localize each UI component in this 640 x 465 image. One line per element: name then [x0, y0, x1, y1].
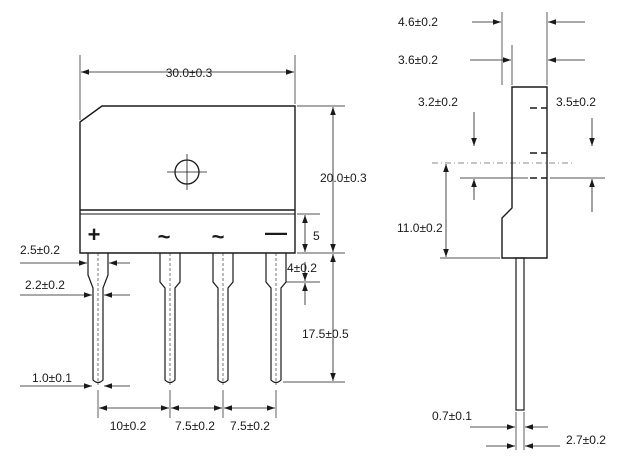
label-body-height: 20.0±0.3 [320, 171, 367, 185]
label-band-height: 5 [313, 229, 320, 243]
pin-symbol-ac-1: ~ [158, 224, 171, 249]
body-outline [79, 105, 296, 254]
pin-symbol-ac-2: ~ [212, 224, 225, 249]
side-lead [515, 257, 525, 411]
front-view [20, 55, 345, 418]
label-lead-standoff: 4±0.2 [287, 261, 317, 275]
label-lead-width-mid: 2.2±0.2 [25, 278, 65, 292]
lead-2 [159, 253, 181, 385]
label-top-offset-right: 3.5±0.2 [556, 95, 596, 109]
label-lead-length: 17.5±0.5 [302, 327, 349, 341]
pin-symbol-minus: — [265, 220, 287, 245]
side-view [432, 12, 605, 450]
label-pitch-third: 7.5±0.2 [230, 419, 270, 433]
mounting-hole-icon [167, 154, 207, 190]
lead-1 [87, 253, 109, 385]
label-step-height: 11.0±0.2 [397, 221, 443, 235]
label-lead-offset: 2.7±0.2 [566, 433, 606, 447]
label-body-width: 30.0±0.3 [166, 66, 213, 80]
lead-3 [212, 253, 234, 385]
label-lead-width-tip: 1.0±0.1 [32, 371, 72, 385]
label-top-offset: 3.2±0.2 [418, 95, 458, 109]
label-total-thickness: 4.6±0.2 [398, 15, 438, 29]
label-pitch-first: 10±0.2 [110, 419, 147, 433]
side-body-outline [501, 86, 548, 259]
label-lead-width-upper: 2.5±0.2 [20, 243, 60, 257]
label-pitch-second: 7.5±0.2 [175, 419, 215, 433]
lead-4 [265, 253, 287, 385]
label-lead-thickness: 0.7±0.1 [432, 409, 472, 423]
pin-symbol-plus: + [88, 222, 101, 247]
label-upper-thickness: 3.6±0.2 [398, 53, 438, 67]
